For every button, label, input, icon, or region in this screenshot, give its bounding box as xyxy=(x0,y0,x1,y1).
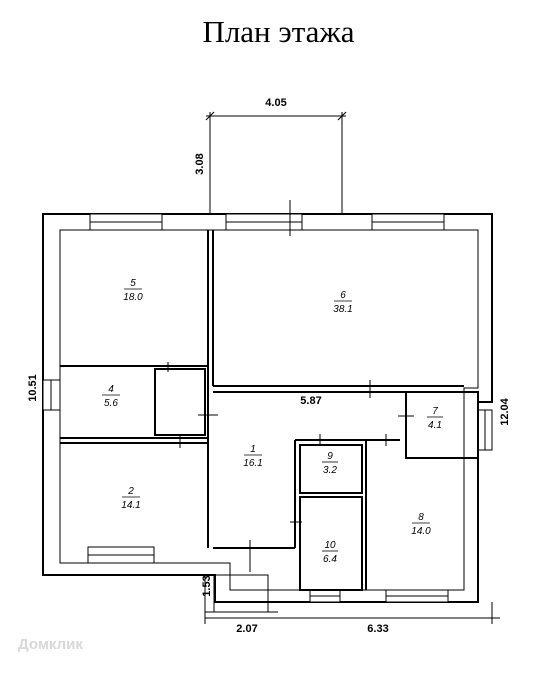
dimension-inner-width: 5.87 xyxy=(300,395,321,407)
page-title: План этажа xyxy=(202,14,355,49)
dimension-right-height: 12.04 xyxy=(499,397,511,425)
entrance-step xyxy=(204,574,278,613)
dimension-left-height: 10.51 xyxy=(27,374,39,402)
room-9-number: 9 xyxy=(327,451,333,462)
dimension-porch-width: 4.05 xyxy=(265,97,286,109)
room-8-area: 14.0 xyxy=(411,526,431,537)
dimension-bottom-left: 2.07 xyxy=(236,623,257,635)
dimension-step-height: 1.53 xyxy=(201,575,213,596)
room-9-area: 3.2 xyxy=(323,465,337,476)
room-6-area: 38.1 xyxy=(333,304,352,315)
room-2-number: 2 xyxy=(127,486,134,497)
porch-dimension-lines xyxy=(205,111,347,214)
room-4-number: 4 xyxy=(108,384,114,395)
room-7-area: 4.1 xyxy=(428,420,442,431)
room-8-number: 8 xyxy=(418,512,424,523)
room-10-area: 6.4 xyxy=(323,554,337,565)
room-4-area: 5.6 xyxy=(104,398,118,409)
room-10-number: 10 xyxy=(324,540,336,551)
room-7-number: 7 xyxy=(432,406,438,417)
room-2-area: 14.1 xyxy=(121,500,140,511)
watermark-logo: Домклик xyxy=(18,636,83,653)
windows xyxy=(42,213,493,603)
dimension-lines xyxy=(204,602,500,624)
dimension-bottom-right: 6.33 xyxy=(367,623,388,635)
door-marks xyxy=(167,200,414,572)
interior-walls xyxy=(60,230,479,591)
room-6-number: 6 xyxy=(340,290,346,301)
room-5-number: 5 xyxy=(130,278,136,289)
room-5-area: 18.0 xyxy=(123,292,143,303)
room-1-area: 16.1 xyxy=(243,458,262,469)
dimension-porch-depth: 3.08 xyxy=(194,153,206,174)
room-1-number: 1 xyxy=(250,444,256,455)
